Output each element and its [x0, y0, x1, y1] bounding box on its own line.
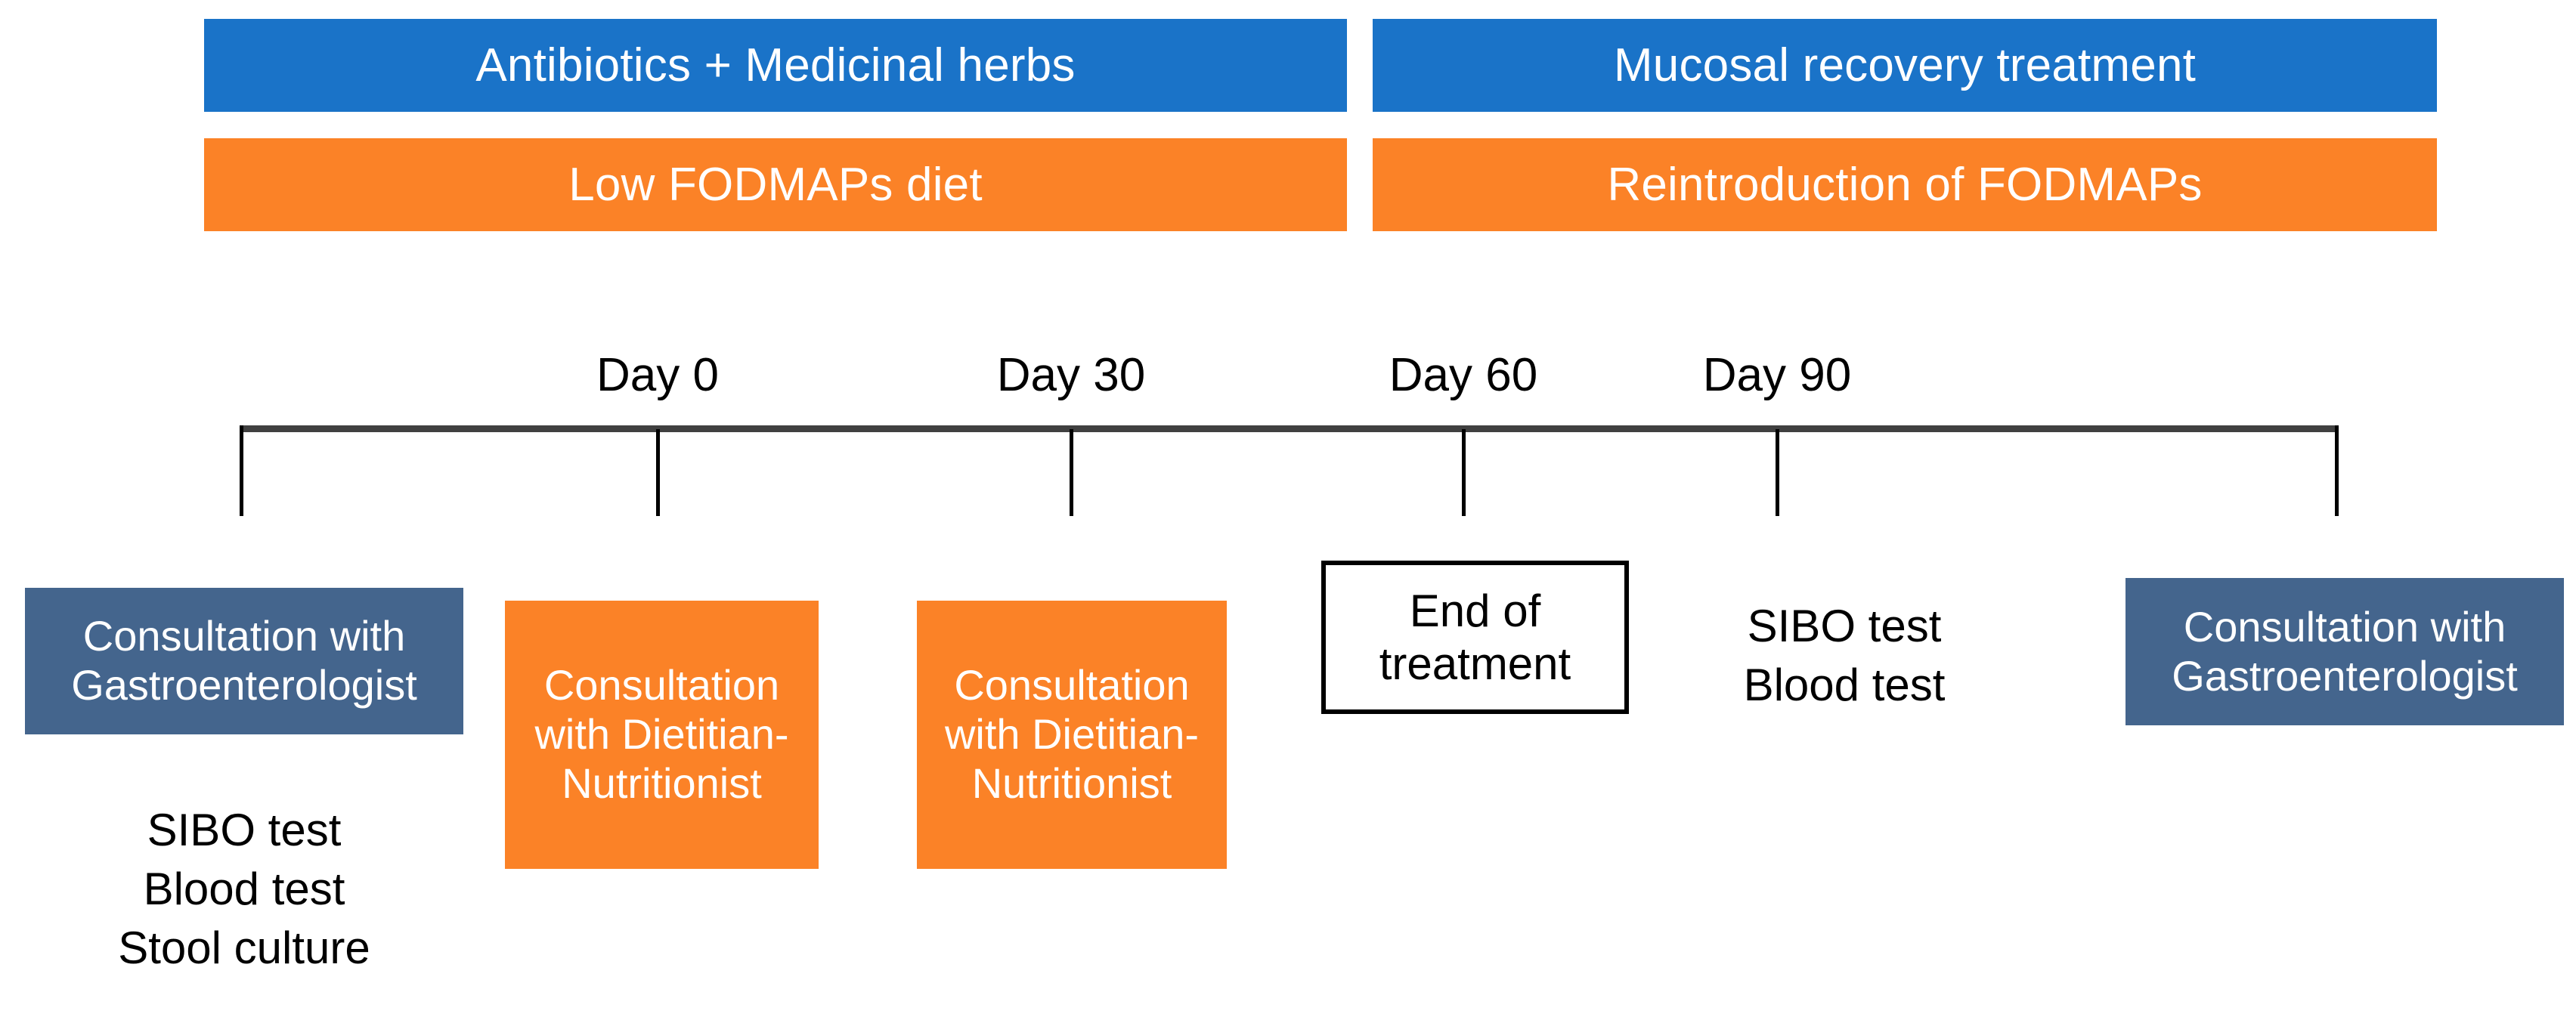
- phase-bar-label: Reintroduction of FODMAPs: [1607, 158, 2203, 211]
- timeline-label-day-60: Day 60: [1389, 349, 1538, 401]
- phase-bar-low-fodmaps-diet: Low FODMAPs diet: [204, 138, 1347, 231]
- timeline-label-day-30: Day 30: [996, 349, 1146, 401]
- event-box-end-of-treatment: End of treatment: [1321, 561, 1629, 714]
- timeline-tick-day-90: [1776, 429, 1779, 516]
- event-box-gastroenterologist-followup: Consultation with Gastroenterologist: [2126, 578, 2564, 725]
- event-box-label: Consultation with Dietitian-Nutritionist: [944, 661, 1200, 807]
- event-box-label: Consultation with Gastroenterologist: [2172, 602, 2518, 700]
- phase-bar-label: Antibiotics + Medicinal herbs: [475, 39, 1076, 91]
- phase-bar-mucosal-recovery: Mucosal recovery treatment: [1373, 19, 2437, 112]
- event-box-label: Consultation with Gastroenterologist: [71, 612, 417, 709]
- timeline-axis-end-cap: [2335, 425, 2339, 516]
- timeline-label-day-0: Day 0: [596, 349, 719, 401]
- phase-bar-label: Low FODMAPs diet: [568, 158, 983, 211]
- note-day90-tests: SIBO test Blood test: [1743, 601, 1946, 710]
- event-box-label: Consultation with Dietitian-Nutritionist: [534, 661, 789, 807]
- timeline-tick-day-30: [1070, 429, 1073, 516]
- note-baseline-tests: SIBO test Blood test Stool culture: [118, 805, 370, 973]
- timeline-label-day-90: Day 90: [1702, 349, 1852, 401]
- timeline-tick-day-60: [1462, 429, 1466, 516]
- phase-bar-reintroduction-fodmaps: Reintroduction of FODMAPs: [1373, 138, 2437, 231]
- event-box-dietitian-day-30: Consultation with Dietitian-Nutritionist: [917, 601, 1227, 869]
- timeline-tick-day-0: [656, 429, 660, 516]
- phase-bar-antibiotics-herbs: Antibiotics + Medicinal herbs: [204, 19, 1347, 112]
- phase-bar-label: Mucosal recovery treatment: [1613, 39, 2197, 91]
- event-box-gastroenterologist-baseline: Consultation with Gastroenterologist: [25, 588, 463, 734]
- timeline-axis-start-cap: [240, 425, 243, 516]
- event-box-dietitian-day-0: Consultation with Dietitian-Nutritionist: [505, 601, 819, 869]
- timeline-axis-rail: [240, 425, 2339, 432]
- event-box-label: End of treatment: [1379, 585, 1571, 689]
